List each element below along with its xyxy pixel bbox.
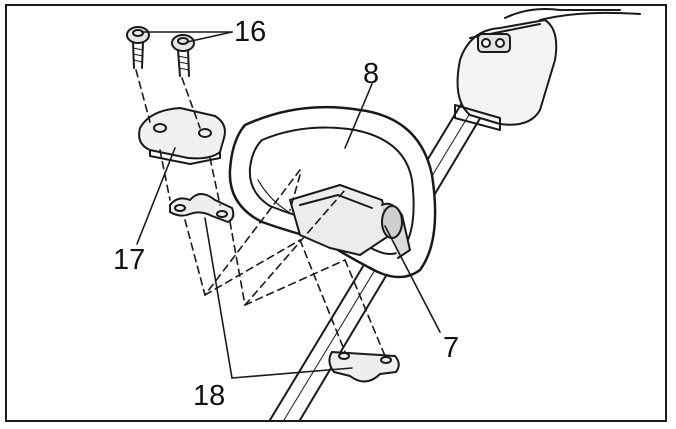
assembly-lines <box>135 69 386 357</box>
upper-clamp <box>138 107 226 165</box>
leader-lines <box>136 31 441 379</box>
callout-17: 17 <box>113 244 146 276</box>
callout-16: 16 <box>234 16 267 48</box>
bolt-right <box>171 34 195 77</box>
callout-18: 18 <box>193 380 226 412</box>
callout-8: 8 <box>363 58 380 90</box>
throttle-housing <box>454 8 641 131</box>
lower-clamp-upper <box>169 193 235 223</box>
lower-clamp-lower <box>328 351 400 383</box>
bolt-left <box>126 26 150 69</box>
callout-7: 7 <box>443 332 460 364</box>
